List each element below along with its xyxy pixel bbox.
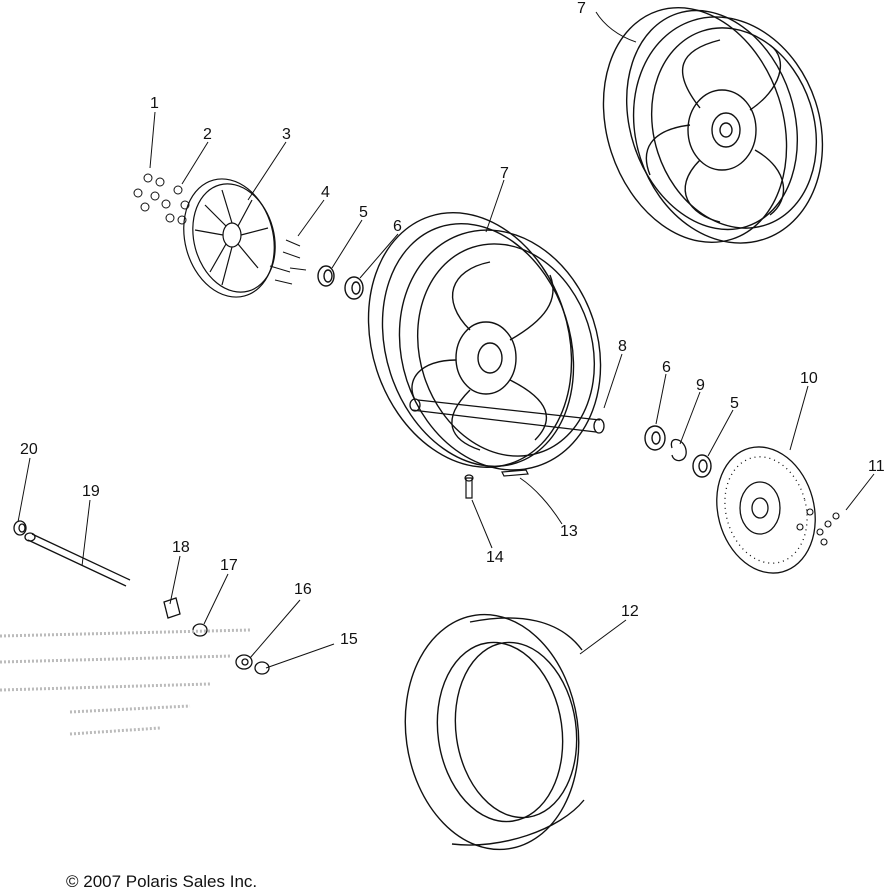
spacer-collar	[163, 597, 181, 619]
callout-18: 18	[172, 539, 190, 556]
callout-7b: 7	[500, 165, 509, 182]
callout-19: 19	[82, 483, 100, 500]
callout-10: 10	[800, 370, 818, 387]
brake-disc	[716, 446, 816, 574]
axle	[24, 532, 131, 587]
callout-9: 9	[696, 377, 705, 394]
nuts-cluster	[133, 173, 190, 225]
callout-20: 20	[20, 441, 38, 458]
bearing-left	[344, 276, 364, 300]
copyright-notice: © 2007 Polaris Sales Inc.	[66, 872, 258, 891]
callout-6a: 6	[393, 218, 402, 235]
bearing-right	[644, 425, 666, 451]
callout-labels: 1 2 3 4 5 6 7 7 8 6 9 5 10 11 12 13 14 1…	[20, 0, 885, 648]
ghost-scribbles	[0, 628, 251, 736]
lock-washer	[235, 654, 253, 670]
balance-weight	[501, 469, 529, 477]
callout-5b: 5	[730, 395, 739, 412]
callout-11: 11	[868, 458, 885, 475]
callout-17: 17	[220, 557, 238, 574]
callout-4: 4	[321, 184, 330, 201]
callout-2: 2	[203, 126, 212, 143]
leader-lines	[17, 11, 875, 669]
axle-nut	[254, 661, 270, 675]
sprocket	[183, 178, 276, 298]
callout-5a: 5	[359, 204, 368, 221]
axle-nut-washer	[13, 520, 27, 536]
rear-wheel-middle	[367, 212, 602, 471]
rear-wheel-top	[602, 6, 824, 244]
callout-14: 14	[486, 549, 504, 566]
callout-7a: 7	[577, 0, 586, 17]
studs	[269, 239, 307, 285]
disc-bolts	[796, 508, 840, 546]
callout-13: 13	[560, 523, 578, 540]
seal-left	[317, 265, 335, 287]
circlip	[670, 438, 687, 462]
callout-6b: 6	[662, 359, 671, 376]
callout-8: 8	[618, 338, 627, 355]
spacer-tube	[409, 398, 605, 434]
callout-3: 3	[282, 126, 291, 143]
valve-stem	[464, 474, 474, 499]
callout-16: 16	[294, 581, 312, 598]
tire	[404, 613, 585, 851]
callout-15: 15	[340, 631, 358, 648]
seal-right	[692, 454, 712, 478]
callout-12: 12	[621, 603, 639, 620]
callout-1: 1	[150, 95, 159, 112]
